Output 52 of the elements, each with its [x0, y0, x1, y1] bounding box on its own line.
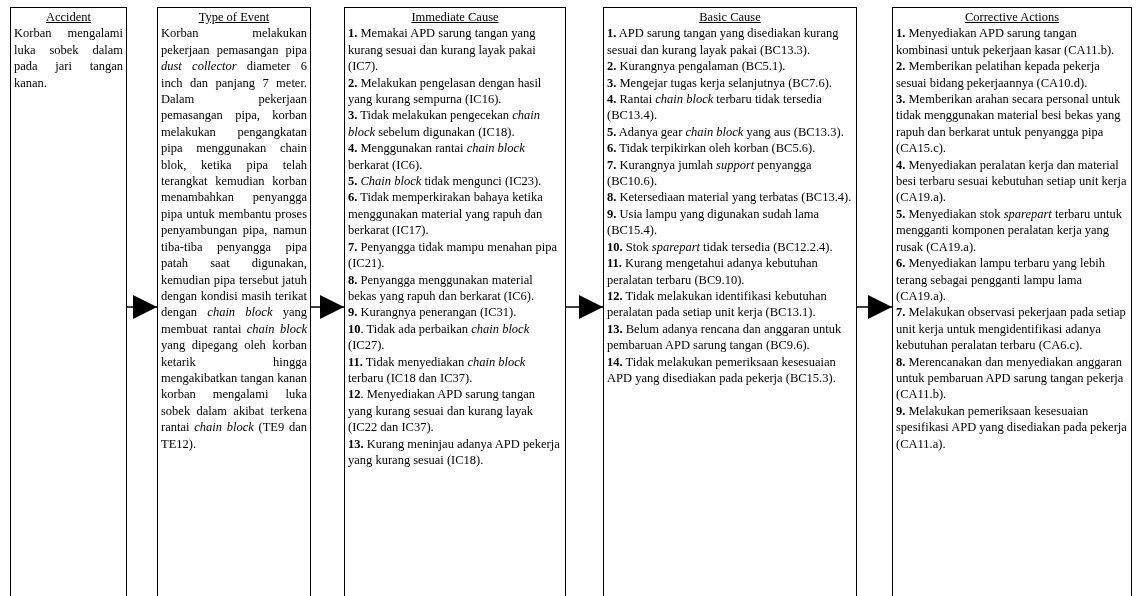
list-item: 2. Melakukan pengelasan dengan hasil yang kurang sempurna (IC16). — [348, 74, 543, 108]
list-item: 11. Kurang mengetahui adanya kebutuhan peralatan terbaru (BC9.10). — [607, 255, 819, 288]
list-item: 1. APD sarung tangan yang disediakan kurang sesuai dan kurang layak pakai (BC13.3). — [607, 25, 840, 59]
list-item: 9. Melakukan pemeriksaan kesesuaian spesifikasi APD yang disediakan pada pekerja (CA11.a). — [896, 402, 1128, 452]
arrow — [856, 295, 893, 319]
list-item: 8. Merencanakan dan menyediakan anggaran untuk pembaruan APD sarung tangan pekerja (CA11.b). — [896, 353, 1125, 403]
list-item: 12. Menyediakan APD sarung tangan yang kurang sesuai dan kurang layak (IC22 dan IC37). — [348, 386, 537, 436]
list-item: 2. Memberikan pelatihan kepada pekerja sesuai bidang pekerjaannya (CA10.d). — [896, 58, 1101, 92]
list-item: 7. Penyangga tidak mampu menahan pipa (IC21). — [348, 238, 558, 272]
text-panel — [603, 7, 857, 596]
list-item: 8. Ketersediaan material yang terbatas (BC13.4). — [607, 189, 853, 206]
text-panel — [892, 7, 1132, 596]
list-item: 6. Tidak memperkirakan bahaya ketika menggunakan material yang rapuh dan berkarat (IC17). — [348, 189, 544, 239]
list-item: 10. Tidak ada perbaikan chain block (IC27). — [348, 320, 531, 354]
list-item: 1. Memakai APD sarung tangan yang kurang sesuai dan kurang layak pakai (IC7). — [348, 25, 537, 75]
list-item: 5. Chain block tidak mengunci (IC23). — [348, 173, 543, 190]
arrow — [565, 295, 604, 319]
list-item: 6. Menyediakan lampu terbaru yang lebih terang sebagai pengganti lampu lama (CA19.a). — [896, 255, 1106, 305]
list-item: 7. Melakukan observasi pekerjaan pada setiap unit kerja untuk mengidentifikasi adanya kebutuhan peralatan terbaru (CA6.c). — [896, 304, 1127, 354]
list-item: 5. Adanya gear chain block yang aus (BC13.3). — [607, 123, 845, 141]
column-heading: Immediate Cause — [410, 9, 500, 26]
list-item: 12. Tidak melakukan identifikasi kebutuhan peralatan pada setiap unit kerja (BC13.1). — [607, 287, 828, 321]
list-item: 2. Kurangnya pengalaman (BC5.1). — [607, 58, 787, 75]
column-heading: Type of Event — [197, 9, 271, 26]
list-item: 9. Kurangnya penerangan (IC31). — [348, 304, 518, 321]
list-item: 5. Menyediakan stok sparepart terbaru untuk mengganti komponen peralatan kerja yang rusak (CA19.a). — [896, 205, 1123, 256]
list-item: 11. Tidak menyediakan chain block terbaru (IC18 dan IC37). — [348, 353, 527, 387]
list-item: 3. Tidak melakukan pengecekan chain block sebelum digunakan (IC18). — [348, 107, 541, 141]
description-text: Korban melakukan pekerjaan pemasangan pipa dust collector diameter 6 inch dan panjang 7 meter. Dalam pekerjaan pemasangan pipa, korban melakukan pengangkatan pipa menggunakan chain blok, ketika pipa telah terangkat kemudian korban menambahkan penyangga pipa untuk membantu proses penyambungan pipa, namun tiba-tiba penyangga pipa patah saat digunakan, kemudian pipa tersebut jatuh dengan kondisi masih terikat dengan chain block yang membuat rantai chain block yang dipegang oleh korban ketarik hingga mengakibatkan tangan kanan korban mengalami luka sobek dalam akibat terkena rantai chain block (TE9 dan TE12). — [161, 25, 307, 452]
list-item: 4. Rantai chain block terbaru tidak tersedia (BC13.4). — [607, 91, 823, 124]
list-item: 13. Kurang meninjau adanya APD pekerja yang kurang sesuai (IC18). — [348, 435, 561, 469]
list-item: 9. Usia lampu yang digunakan sudah lama (BC15.4). — [607, 205, 821, 239]
list-item: 1. Menyediakan APD sarung tangan kombinasi untuk pekerjaan kasar (CA11.b). — [896, 25, 1116, 59]
list-item: 6. Tidak terpikirkan oleh korban (BC5.6). — [607, 140, 817, 157]
list-item: 4. Menggunakan rantai chain block berkarat (IC6). — [348, 140, 526, 174]
column-heading: Basic Cause — [698, 9, 762, 26]
list-item: 10. Stok sparepart tidak tersedia (BC12.2.4). — [607, 238, 834, 256]
text-panel — [10, 7, 127, 596]
arrow — [126, 295, 158, 319]
list-item: 8. Penyangga menggunakan material bekas yang rapuh dan berkarat (IC6). — [348, 271, 536, 305]
list-item: 14. Tidak melakukan pemeriksaan kesesuaian APD yang disediakan pada pekerja (BC15.3). — [607, 353, 837, 387]
list-item: 3. Memberikan arahan secara personal untuk tidak menggunakan material besi bekas yang rapuh dan berkarat untuk penyangga pipa (CA15.c). — [896, 91, 1122, 157]
text-panel — [157, 7, 311, 596]
list-item: 7. Kurangnya jumlah support penyangga (BC10.6). — [607, 156, 813, 190]
description-text: Korban mengalami luka sobek dalam pada jari tangan kanan. — [14, 25, 123, 92]
arrow — [310, 295, 345, 319]
list-item: 4. Menyediakan peralatan kerja dan material besi terbaru sesuai kebutuhan setiap unit kerja (CA19.a). — [896, 156, 1128, 206]
list-item: 3. Mengejar tugas kerja selanjutnya (BC7.6). — [607, 74, 833, 92]
column-heading: Accident — [44, 9, 93, 26]
column-heading: Corrective Actions — [963, 9, 1061, 26]
list-item: 13. Belum adanya rencana dan anggaran untuk pembaruan APD sarung tangan (BC9.6). — [607, 320, 843, 354]
text-panel — [344, 7, 566, 596]
